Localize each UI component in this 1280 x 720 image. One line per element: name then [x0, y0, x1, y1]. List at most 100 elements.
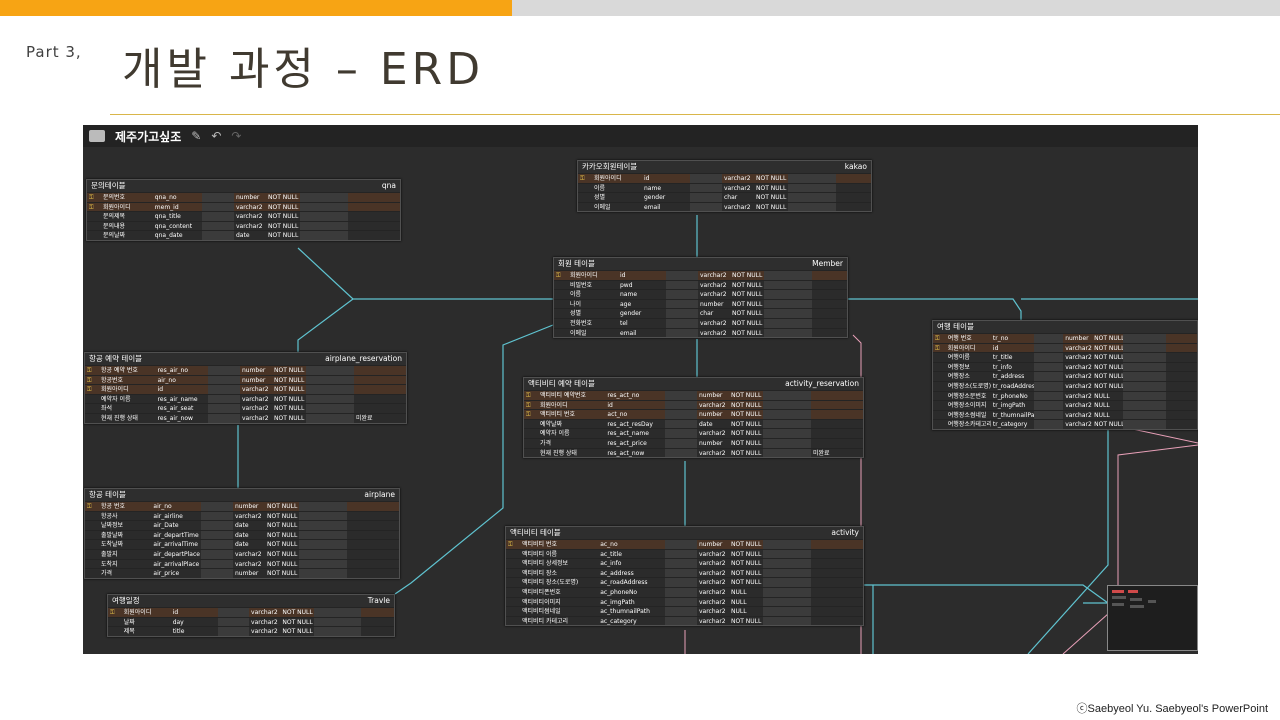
column-default — [762, 578, 811, 587]
column-logical-name: 회원아이디 — [947, 344, 976, 352]
column-type: number — [698, 541, 723, 548]
undo-icon[interactable]: ↶ — [211, 129, 222, 143]
column-domain — [200, 521, 233, 530]
column-physical-name: res_act_no — [607, 392, 640, 399]
column-domain — [207, 413, 240, 423]
column-logical-name: 액티비티 카테고리 — [522, 617, 569, 625]
column-nullable: NOT NULL — [266, 531, 298, 539]
column-domain — [666, 271, 698, 280]
column-type: number — [698, 411, 723, 419]
column-default — [1122, 410, 1167, 420]
column-nullable: NOT NULL — [730, 579, 762, 587]
column-physical-name: air_price — [153, 570, 180, 578]
column-nullable: NOT NULL — [730, 449, 762, 457]
column-type: varchar2 — [700, 281, 727, 289]
column-comment — [811, 439, 845, 448]
column-nullable: NOT NULL — [282, 618, 313, 626]
column-physical-name: res_act_name — [607, 430, 649, 438]
column-comment — [1166, 401, 1197, 410]
top-accent-bar-orange — [0, 0, 512, 16]
rel-schedule-member — [394, 324, 554, 595]
column-default — [1122, 353, 1167, 362]
minimap[interactable] — [1107, 585, 1198, 651]
column-domain — [1034, 381, 1064, 391]
column-comment — [347, 540, 381, 549]
redo-icon[interactable]: ↷ — [231, 129, 242, 143]
project-name[interactable]: 제주가고싶조 — [115, 129, 182, 144]
edit-icon[interactable]: ✎ — [191, 129, 202, 143]
column-logical-name: 가격 — [101, 570, 113, 578]
column-domain — [666, 318, 698, 328]
